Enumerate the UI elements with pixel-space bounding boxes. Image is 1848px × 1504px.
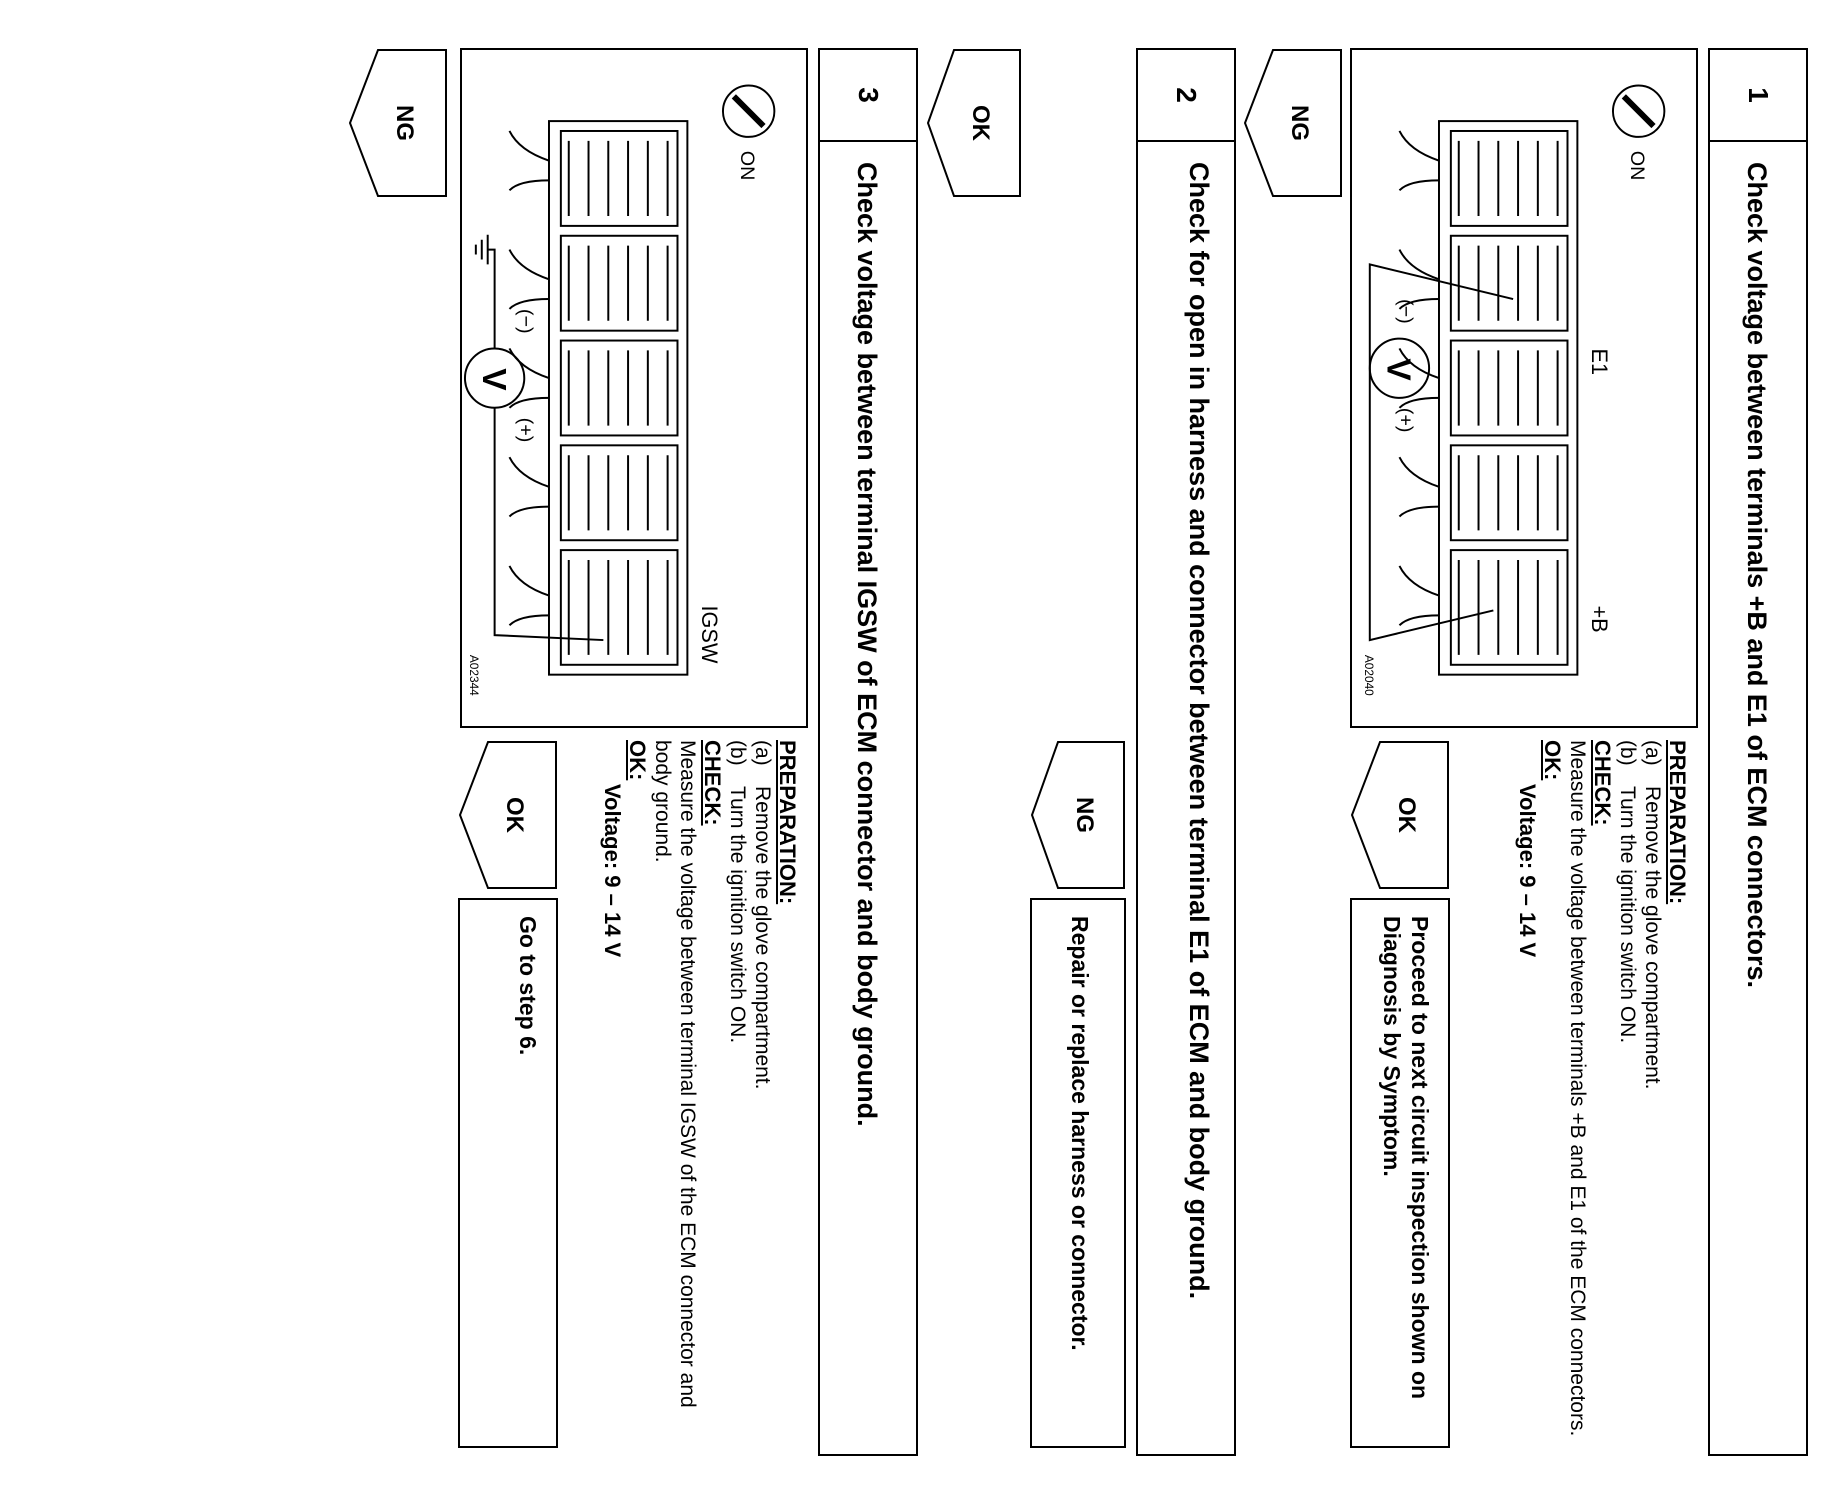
step-3-ok-result: Go to step 6.	[458, 898, 558, 1448]
preparation-heading: PREPARATION:	[1665, 740, 1690, 905]
preparation-item: (b) Turn the ignition switch ON.	[1616, 740, 1639, 1044]
step-1-instructions: PREPARATION: (a) Remove the glove compar…	[1515, 740, 1690, 1440]
preparation-item: (b) Turn the ignition switch ON.	[726, 740, 749, 1044]
step-2-ok-arrow: OK	[926, 48, 1022, 198]
ignition-switch-icon	[721, 84, 776, 138]
step-number: 2	[1138, 50, 1234, 142]
step-3-ng-arrow: NG	[348, 48, 448, 198]
preparation-heading: PREPARATION:	[775, 740, 800, 905]
ecm-connector-diagram: V ON E1 +B (−) (+) A02040	[1362, 84, 1666, 696]
step-2-ng-result: Repair or replace harness or connector.	[1030, 898, 1126, 1448]
svg-text:ON: ON	[1626, 151, 1648, 181]
svg-text:IGSW: IGSW	[697, 605, 722, 663]
step-1-figure: V ON E1 +B (−) (+) A02040	[1350, 48, 1698, 728]
step-1-header: 1 Check voltage between terminals +B and…	[1708, 48, 1808, 1456]
check-text: Measure the voltage between terminal IGS…	[651, 740, 699, 1408]
ok-heading: OK:	[625, 740, 650, 781]
voltmeter-icon	[463, 347, 526, 409]
svg-text:(−): (−)	[514, 309, 536, 334]
step-1-ok-result: Proceed to next circuit inspection shown…	[1350, 898, 1450, 1448]
preparation-item: (a) Remove the glove compartment.	[751, 740, 774, 1090]
step-3-ok-arrow: OK	[458, 740, 558, 890]
voltmeter-icon	[1368, 337, 1431, 399]
step-1-ok-arrow: OK	[1350, 740, 1450, 890]
svg-text:(−): (−)	[1394, 299, 1416, 324]
svg-text:V: V	[475, 368, 512, 391]
ok-spec: Voltage: 9 – 14 V	[600, 784, 625, 958]
step-3-instructions: PREPARATION: (a) Remove the glove compar…	[600, 740, 800, 1440]
check-heading: CHECK:	[700, 740, 725, 826]
svg-text:A02040: A02040	[1362, 655, 1376, 696]
step-2-ng-arrow: NG	[1030, 740, 1126, 890]
ok-spec: Voltage: 9 – 14 V	[1515, 784, 1540, 958]
step-number: 3	[820, 50, 916, 142]
preparation-item: (a) Remove the glove compartment.	[1641, 740, 1664, 1090]
svg-text:A02344: A02344	[467, 655, 481, 696]
step-number: 1	[1710, 50, 1806, 142]
step-1-ng-arrow: NG	[1243, 48, 1343, 198]
step-title: Check voltage between terminals +B and E…	[1742, 162, 1772, 988]
svg-text:E1: E1	[1587, 348, 1612, 375]
ecm-connector-diagram: V ON IGSW (−) (+) A02344	[463, 84, 776, 696]
svg-text:V: V	[1380, 358, 1417, 381]
check-text: Measure the voltage between terminals +B…	[1566, 740, 1589, 1437]
check-heading: CHECK:	[1590, 740, 1615, 826]
step-3-header: 3 Check voltage between terminal IGSW of…	[818, 48, 918, 1456]
ok-heading: OK:	[1540, 740, 1565, 781]
step-2-header: 2 Check for open in harness and connecto…	[1136, 48, 1236, 1456]
svg-text:+B: +B	[1587, 605, 1612, 632]
step-3-figure: V ON IGSW (−) (+) A02344	[460, 48, 808, 728]
svg-text:(+): (+)	[1394, 408, 1416, 433]
ignition-switch-icon	[1611, 84, 1666, 138]
step-title: Check for open in harness and connector …	[1184, 162, 1214, 1300]
svg-text:(+): (+)	[514, 418, 536, 443]
step-title: Check voltage between terminal IGSW of E…	[852, 162, 882, 1127]
svg-text:ON: ON	[736, 151, 758, 181]
